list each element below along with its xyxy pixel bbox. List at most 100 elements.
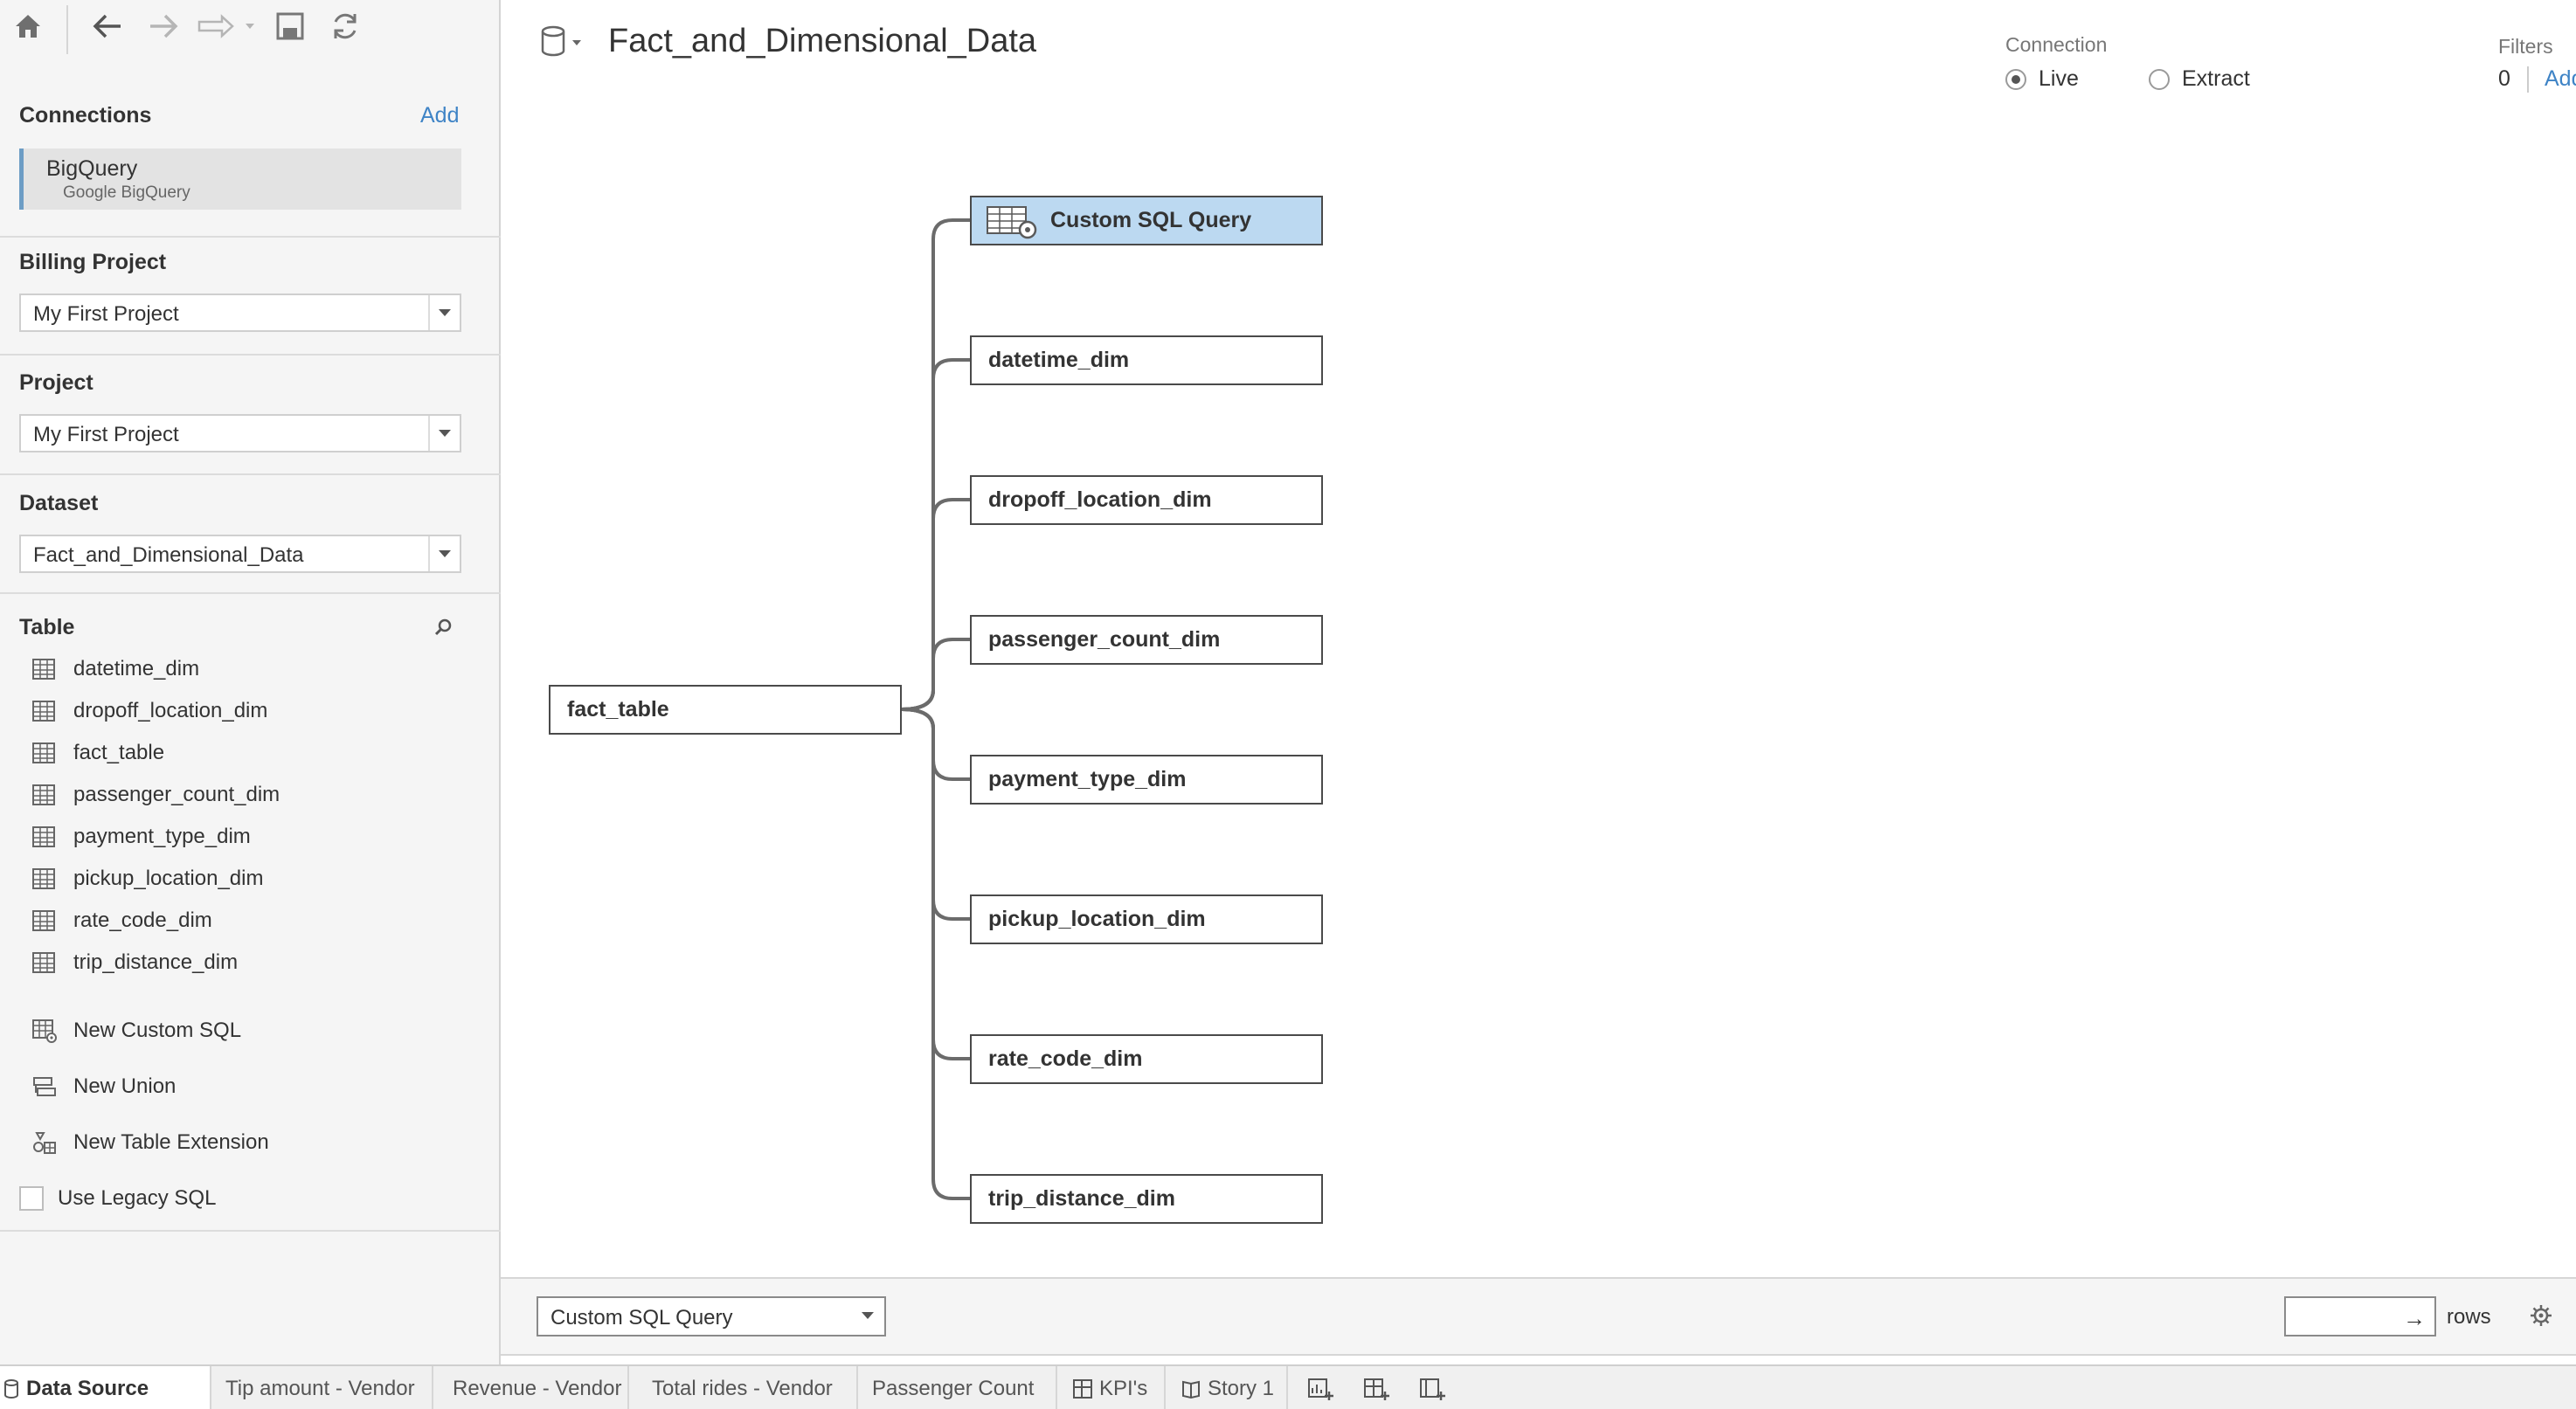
table-node-label: payment_type_dim bbox=[988, 767, 1187, 791]
table-name: passenger_count_dim bbox=[73, 783, 280, 806]
home-icon[interactable] bbox=[10, 7, 45, 45]
search-icon[interactable] bbox=[433, 617, 454, 642]
new-story-icon[interactable] bbox=[1417, 1375, 1449, 1403]
chevron-down-icon[interactable] bbox=[428, 536, 460, 571]
table-list-item[interactable]: dropoff_location_dim bbox=[31, 694, 468, 729]
new-union-button[interactable]: New Union bbox=[31, 1067, 468, 1106]
new-worksheet-icon[interactable] bbox=[1305, 1375, 1337, 1403]
toolbar bbox=[0, 0, 501, 54]
run-icon[interactable] bbox=[196, 7, 259, 45]
chevron-down-icon[interactable] bbox=[428, 416, 460, 451]
table-list-item[interactable]: payment_type_dim bbox=[31, 819, 468, 854]
table-node-label: passenger_count_dim bbox=[988, 627, 1221, 652]
add-filter-link[interactable]: Add bbox=[2545, 66, 2576, 91]
tab-sheet[interactable]: Total rides - Vendor bbox=[629, 1366, 858, 1409]
table-list-item[interactable]: trip_distance_dim bbox=[31, 945, 468, 980]
rows-input[interactable]: → bbox=[2284, 1296, 2436, 1336]
connection-item-bigquery[interactable]: BigQuery Google BigQuery bbox=[19, 148, 461, 210]
table-node-trip-distance-dim[interactable]: trip_distance_dim bbox=[970, 1174, 1323, 1224]
project-value: My First Project bbox=[33, 423, 179, 446]
table-node-passenger-count-dim[interactable]: passenger_count_dim bbox=[970, 615, 1323, 665]
tab-label: Passenger Count bbox=[872, 1376, 1035, 1400]
section-divider bbox=[0, 592, 501, 594]
tab-label: Total rides - Vendor bbox=[652, 1376, 833, 1400]
radio-unselected[interactable] bbox=[2149, 68, 2170, 90]
connections-title: Connections bbox=[19, 103, 152, 128]
table-node-rate-code-dim[interactable]: rate_code_dim bbox=[970, 1034, 1323, 1084]
dataset-title: Dataset bbox=[19, 491, 99, 515]
connection-label: Connection bbox=[2005, 33, 2108, 56]
preview-table-select[interactable]: Custom SQL Query bbox=[537, 1296, 886, 1336]
table-grid-icon bbox=[32, 784, 55, 805]
forward-icon[interactable] bbox=[146, 7, 181, 45]
tab-story[interactable]: Story 1 bbox=[1166, 1366, 1288, 1409]
table-grid-icon bbox=[32, 826, 55, 847]
join-link[interactable] bbox=[901, 708, 970, 921]
join-link[interactable] bbox=[901, 638, 970, 711]
new-dashboard-icon[interactable] bbox=[1361, 1375, 1393, 1403]
table-list-item[interactable]: passenger_count_dim bbox=[31, 777, 468, 812]
table-list-item[interactable]: rate_code_dim bbox=[31, 903, 468, 938]
join-link[interactable] bbox=[901, 498, 970, 711]
use-legacy-sql-checkbox[interactable]: Use Legacy SQL bbox=[19, 1181, 216, 1216]
table-name: payment_type_dim bbox=[73, 825, 251, 848]
table-name: dropoff_location_dim bbox=[73, 699, 268, 722]
use-legacy-sql-label: Use Legacy SQL bbox=[58, 1186, 217, 1210]
tab-sheet[interactable]: Revenue - Vendor bbox=[433, 1366, 629, 1409]
section-divider bbox=[0, 236, 501, 238]
table-extension-icon bbox=[33, 1132, 56, 1154]
arrow-right-icon[interactable]: → bbox=[2403, 1305, 2426, 1331]
join-link[interactable] bbox=[901, 358, 970, 711]
datasource-title[interactable]: Fact_and_Dimensional_Data bbox=[608, 23, 1037, 59]
table-node-label: trip_distance_dim bbox=[988, 1186, 1175, 1211]
table-node-payment-type-dim[interactable]: payment_type_dim bbox=[970, 755, 1323, 805]
tab-label: Data Source bbox=[26, 1376, 149, 1400]
table-name: trip_distance_dim bbox=[73, 950, 239, 974]
union-icon bbox=[33, 1077, 56, 1096]
live-radio[interactable]: Live bbox=[2005, 66, 2079, 92]
table-node-fact-table[interactable]: fact_table bbox=[549, 685, 902, 735]
section-divider bbox=[0, 354, 501, 356]
chevron-down-icon[interactable] bbox=[428, 295, 460, 330]
radio-selected[interactable] bbox=[2005, 68, 2026, 90]
join-link[interactable] bbox=[901, 708, 970, 781]
project-select[interactable]: My First Project bbox=[19, 414, 461, 452]
back-icon[interactable] bbox=[90, 7, 125, 45]
refresh-icon[interactable] bbox=[328, 7, 363, 45]
project-title: Project bbox=[19, 370, 93, 395]
join-link[interactable] bbox=[901, 708, 970, 1060]
table-node-dropoff-location-dim[interactable]: dropoff_location_dim bbox=[970, 475, 1323, 525]
table-list-item[interactable]: datetime_dim bbox=[31, 652, 468, 687]
billing-project-title: Billing Project bbox=[19, 250, 167, 274]
join-link[interactable] bbox=[901, 218, 970, 711]
datasource-database-icon[interactable] bbox=[539, 24, 590, 66]
table-list-item[interactable]: pickup_location_dim bbox=[31, 861, 468, 896]
table-list-item[interactable]: fact_table bbox=[31, 736, 468, 770]
tab-label: Story 1 bbox=[1208, 1376, 1275, 1400]
filters-label: Filters bbox=[2498, 35, 2553, 58]
table-title: Table bbox=[19, 615, 75, 639]
action-label: New Custom SQL bbox=[73, 1019, 242, 1042]
table-grid-icon bbox=[32, 701, 55, 722]
chevron-down-icon[interactable] bbox=[862, 1312, 874, 1319]
table-node-label: pickup_location_dim bbox=[988, 907, 1206, 931]
join-link[interactable] bbox=[901, 708, 970, 1200]
custom-sql-icon bbox=[987, 205, 1037, 238]
checkbox[interactable] bbox=[19, 1186, 44, 1211]
new-table-extension-button[interactable]: New Table Extension bbox=[31, 1123, 468, 1162]
table-node-label: Custom SQL Query bbox=[1050, 208, 1252, 232]
dataset-select[interactable]: Fact_and_Dimensional_Data bbox=[19, 535, 461, 573]
billing-project-select[interactable]: My First Project bbox=[19, 294, 461, 332]
tab-sheet[interactable]: Passenger Count bbox=[858, 1366, 1057, 1409]
table-node-datetime-dim[interactable]: datetime_dim bbox=[970, 335, 1323, 385]
extract-radio[interactable]: Extract bbox=[2149, 66, 2250, 92]
table-node-pickup-location-dim[interactable]: pickup_location_dim bbox=[970, 894, 1323, 944]
save-icon[interactable] bbox=[274, 7, 306, 45]
gear-icon[interactable] bbox=[2529, 1303, 2553, 1332]
table-node-custom-sql-query[interactable]: Custom SQL Query bbox=[970, 196, 1323, 245]
add-connection-link[interactable]: Add bbox=[420, 103, 460, 128]
new-custom-sql-button[interactable]: New Custom SQL bbox=[31, 1012, 468, 1050]
tab-data-source[interactable]: Data Source bbox=[0, 1366, 211, 1409]
tab-dashboard[interactable]: KPI's bbox=[1057, 1366, 1166, 1409]
tab-sheet[interactable]: Tip amount - Vendor bbox=[211, 1366, 433, 1409]
